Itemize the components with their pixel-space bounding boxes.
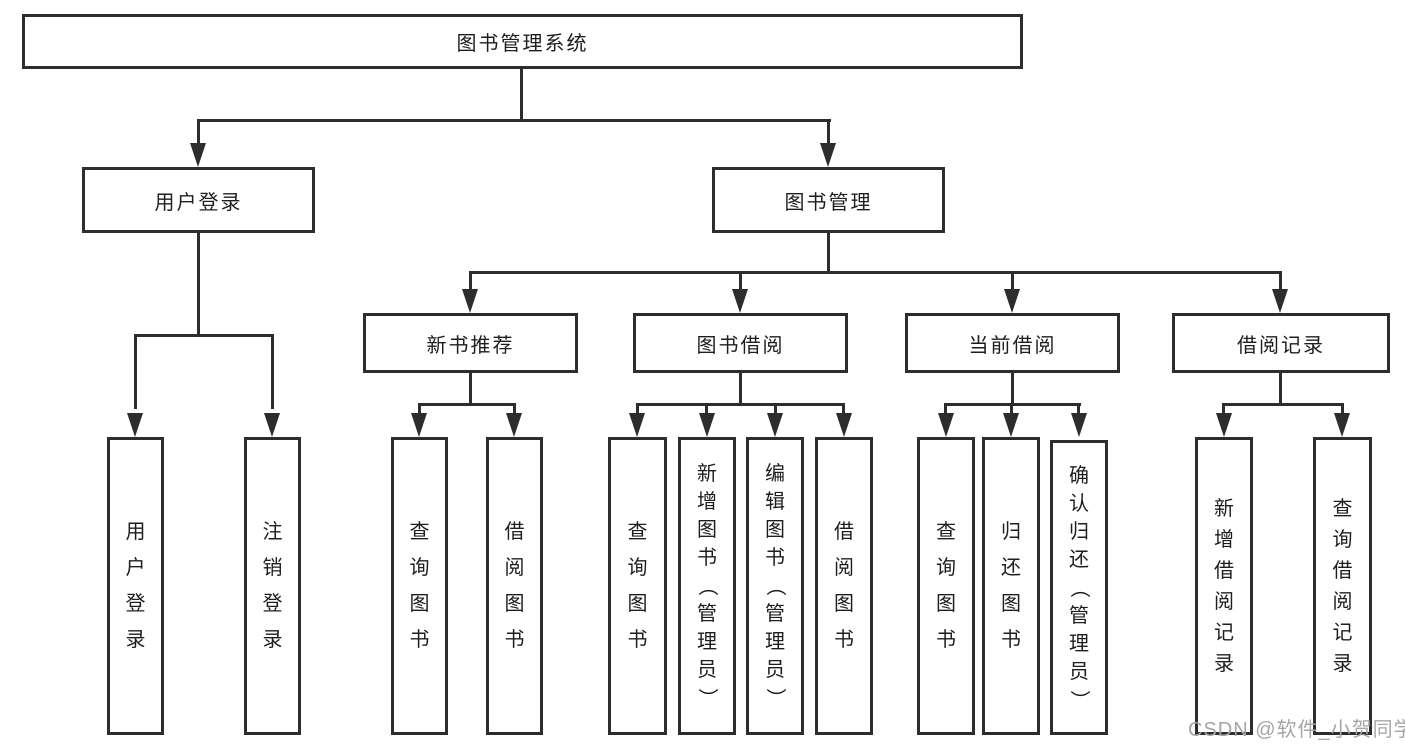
connector-stub: [705, 403, 708, 415]
arrowhead-down-icon: [1003, 413, 1019, 437]
arrowhead-down-icon: [264, 413, 280, 437]
arrowhead-down-icon: [732, 289, 748, 313]
connector-stem: [1011, 372, 1014, 406]
arrowhead-down-icon: [699, 413, 715, 437]
leaf-borrow-books-2: 借阅图书: [815, 437, 873, 735]
leaf-return-books: 归还图书: [982, 437, 1040, 735]
connector-bar: [134, 334, 274, 337]
connector-stub: [827, 119, 830, 145]
connector-stub: [1010, 403, 1013, 415]
leaf-confirm-return-admin: 确认归还（管理员）: [1050, 440, 1108, 735]
arrowhead-down-icon: [836, 413, 852, 437]
arrowhead-down-icon: [1004, 289, 1020, 313]
connector-stub: [469, 271, 472, 291]
connector-root-stem: [520, 67, 523, 121]
leaf-add-book-admin: 新增图书（管理员）: [678, 437, 736, 735]
leaf-user-login: 用户登录: [107, 437, 164, 735]
connector-stub: [513, 403, 516, 415]
connector-stub: [944, 403, 947, 415]
connector-stub: [636, 403, 639, 415]
connector-stem: [827, 232, 830, 273]
connector-stub: [134, 334, 137, 409]
connector-stem: [197, 232, 200, 336]
leaf-logout: 注销登录: [244, 437, 301, 735]
connector-stub: [418, 403, 421, 415]
connector-stub: [1222, 403, 1225, 415]
node-user-login: 用户登录: [82, 167, 315, 233]
node-book-borrowing: 图书借阅: [633, 313, 848, 373]
connector-stub: [1341, 403, 1344, 415]
connector-stub: [1077, 403, 1080, 415]
arrowhead-down-icon: [629, 413, 645, 437]
connector-stub: [1011, 271, 1014, 291]
connector-stub: [1279, 271, 1282, 291]
connector-stub: [739, 271, 742, 291]
connector-bar: [469, 271, 1282, 274]
leaf-query-books-3: 查询图书: [917, 437, 975, 735]
node-book-management: 图书管理: [712, 167, 945, 233]
connector-stub: [774, 403, 777, 415]
leaf-edit-book-admin: 编辑图书（管理员）: [746, 437, 804, 735]
arrowhead-down-icon: [820, 143, 836, 167]
arrowhead-down-icon: [938, 413, 954, 437]
connector-bar: [418, 403, 515, 406]
leaf-add-borrow-record: 新增借阅记录: [1195, 437, 1253, 735]
arrowhead-down-icon: [411, 413, 427, 437]
arrowhead-down-icon: [767, 413, 783, 437]
arrowhead-down-icon: [462, 289, 478, 313]
connector-stem: [1279, 372, 1282, 406]
leaf-query-books: 查询图书: [391, 437, 448, 735]
connector-stub: [842, 403, 845, 415]
connector-stub: [197, 119, 200, 145]
leaf-borrow-books: 借阅图书: [486, 437, 543, 735]
connector-stub: [271, 334, 274, 409]
arrowhead-down-icon: [190, 143, 206, 167]
leaf-query-borrow-record: 查询借阅记录: [1313, 437, 1372, 735]
node-current-borrowing: 当前借阅: [905, 313, 1120, 373]
arrowhead-down-icon: [1272, 289, 1288, 313]
leaf-query-books-2: 查询图书: [608, 437, 667, 735]
arrowhead-down-icon: [127, 413, 143, 437]
csdn-watermark: CSDN @软件_小贺同学: [1188, 719, 1405, 741]
arrowhead-down-icon: [506, 413, 522, 437]
node-library-management-system: 图书管理系统: [22, 14, 1023, 69]
connector-stem: [469, 372, 472, 406]
connector-bar: [1222, 403, 1343, 406]
connector-root-bar: [197, 119, 831, 122]
connector-stem: [739, 372, 742, 406]
arrowhead-down-icon: [1071, 413, 1087, 437]
node-new-book-recommendation: 新书推荐: [363, 313, 578, 373]
arrowhead-down-icon: [1334, 413, 1350, 437]
arrowhead-down-icon: [1216, 413, 1232, 437]
node-borrowing-records: 借阅记录: [1172, 313, 1390, 373]
connector-bar: [636, 403, 844, 406]
